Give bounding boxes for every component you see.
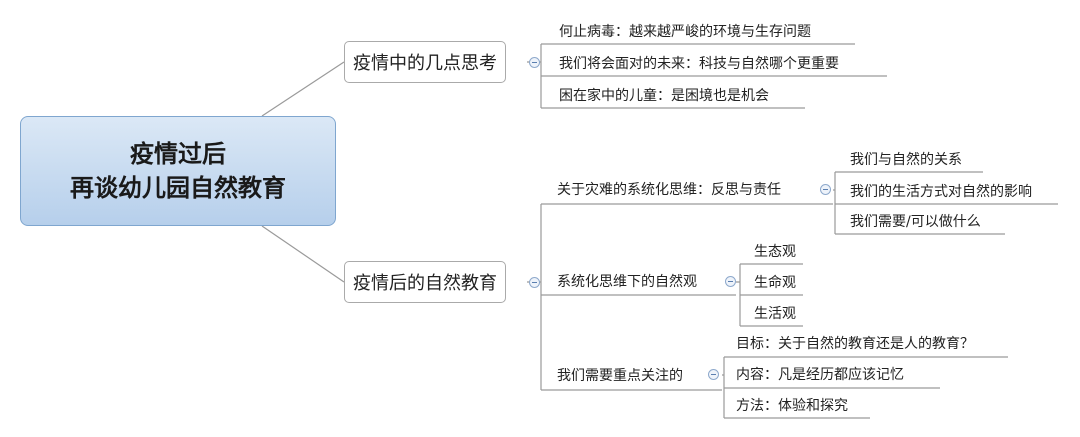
collapse-icon[interactable] xyxy=(708,369,719,380)
subtopic-2-3-2[interactable]: 内容：凡是经历都应该记忆 xyxy=(736,367,904,383)
branch-topic-2[interactable]: 疫情后的自然教育 xyxy=(344,261,506,303)
subtopic-2-2-3[interactable]: 生活观 xyxy=(754,306,796,322)
collapse-icon[interactable] xyxy=(529,57,540,68)
subtopic-2-3-1[interactable]: 目标：关于自然的教育还是人的教育？ xyxy=(736,336,974,352)
subtopic-1-2[interactable]: 我们将会面对的未来：科技与自然哪个更重要 xyxy=(559,56,839,72)
connector-root-b1 xyxy=(261,61,345,117)
branch-topic-1[interactable]: 疫情中的几点思考 xyxy=(344,41,506,83)
subtopic-1-3[interactable]: 困在家中的儿童：是困境也是机会 xyxy=(559,88,769,104)
subtopic-2-2-2[interactable]: 生命观 xyxy=(754,275,796,291)
subtopic-2-2-1[interactable]: 生态观 xyxy=(754,244,796,260)
collapse-icon[interactable] xyxy=(725,276,736,287)
subtopic-2-2[interactable]: 系统化思维下的自然观 xyxy=(557,274,697,290)
connector-sub1-bracket xyxy=(833,171,1058,235)
central-topic-line1: 疫情过后 xyxy=(130,140,226,168)
subtopic-2-1[interactable]: 关于灾难的系统化思维：反思与责任 xyxy=(557,182,781,198)
subtopic-2-1-3[interactable]: 我们需要/可以做什么 xyxy=(850,214,981,230)
subtopic-1-1[interactable]: 何止病毒：越来越严峻的环境与生存问题 xyxy=(559,24,811,40)
collapse-icon[interactable] xyxy=(529,277,540,288)
connector-sub2-bracket xyxy=(736,263,803,327)
connector-sub3-bracket xyxy=(722,356,1008,419)
subtopic-2-1-1[interactable]: 我们与自然的关系 xyxy=(850,152,962,168)
subtopic-2-1-2[interactable]: 我们的生活方式对自然的影响 xyxy=(850,184,1032,200)
subtopic-2-3-3[interactable]: 方法：体验和探究 xyxy=(736,398,848,414)
subtopic-2-3[interactable]: 我们需要重点关注的 xyxy=(557,368,683,384)
central-topic-line2: 再谈幼儿园自然教育 xyxy=(70,174,286,202)
collapse-icon[interactable] xyxy=(820,184,831,195)
connector-b2-bracket xyxy=(527,203,833,391)
connector-root-b2 xyxy=(261,225,345,283)
central-topic[interactable]: 疫情过后 再谈幼儿园自然教育 xyxy=(20,116,336,226)
